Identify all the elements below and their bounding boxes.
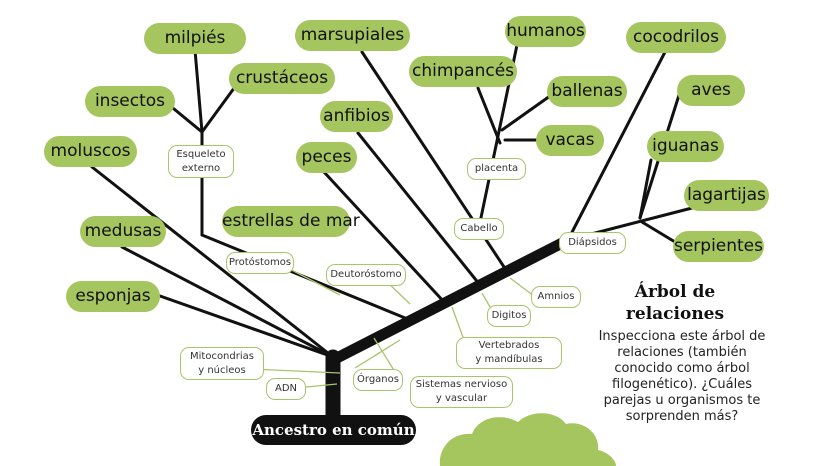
trait-deutorostomo: Deutoróstomo: [326, 264, 406, 286]
organism-moluscos: moluscos: [44, 136, 137, 167]
organism-anfibios: anfibios: [320, 101, 393, 132]
organism-cocodrilos: cocodrilos: [626, 22, 726, 53]
organism-humanos: humanos: [505, 16, 586, 47]
trait-digitos: Digitos: [487, 305, 531, 327]
trait-vertebrados-mandibulas: Vertebrados y mandíbulas: [456, 337, 562, 369]
organism-marsupiales: marsupiales: [295, 20, 410, 51]
trait-organos: Órganos: [353, 369, 403, 391]
root-common-ancestor: Ancestro en común: [251, 415, 416, 445]
trait-cabello: Cabello: [454, 218, 504, 240]
organism-insectos: insectos: [85, 86, 175, 117]
trait-protostomos: Protóstomos: [226, 252, 294, 274]
trait-esqueleto-externo: Esqueleto externo: [168, 145, 234, 178]
trait-diapsidos: Diápsidos: [559, 232, 626, 254]
organism-milpies: milpiés: [144, 23, 246, 54]
trait-mitocondrias-nucleos: Mitocondrias y núcleos: [180, 347, 264, 380]
organism-aves: aves: [677, 75, 745, 106]
trait-adn: ADN: [266, 378, 306, 400]
organism-lagartijas: lagartijas: [684, 180, 769, 211]
organism-chimpances: chimpancés: [409, 56, 517, 87]
trait-sistemas-nervioso-vascular: Sistemas nervioso y vascular: [410, 376, 513, 408]
bush-decoration: [439, 413, 616, 466]
organism-ballenas: ballenas: [547, 76, 627, 107]
organism-iguanas: iguanas: [647, 131, 724, 162]
organism-esponjas: esponjas: [66, 281, 160, 312]
organism-estrellas-de-mar: estrellas de mar: [222, 206, 360, 237]
panel-title: Árbol de relaciones: [625, 282, 725, 324]
trait-amnios: Amnios: [531, 286, 581, 308]
organism-serpientes: serpientes: [673, 231, 764, 262]
organism-vacas: vacas: [536, 125, 604, 156]
organism-peces: peces: [296, 142, 357, 173]
trait-placenta: placenta: [467, 158, 526, 180]
organism-medusas: medusas: [80, 216, 166, 247]
panel-body: Inspecciona este árbol de relaciones (ta…: [598, 329, 766, 424]
organism-crustaceos: crustáceos: [229, 63, 335, 94]
